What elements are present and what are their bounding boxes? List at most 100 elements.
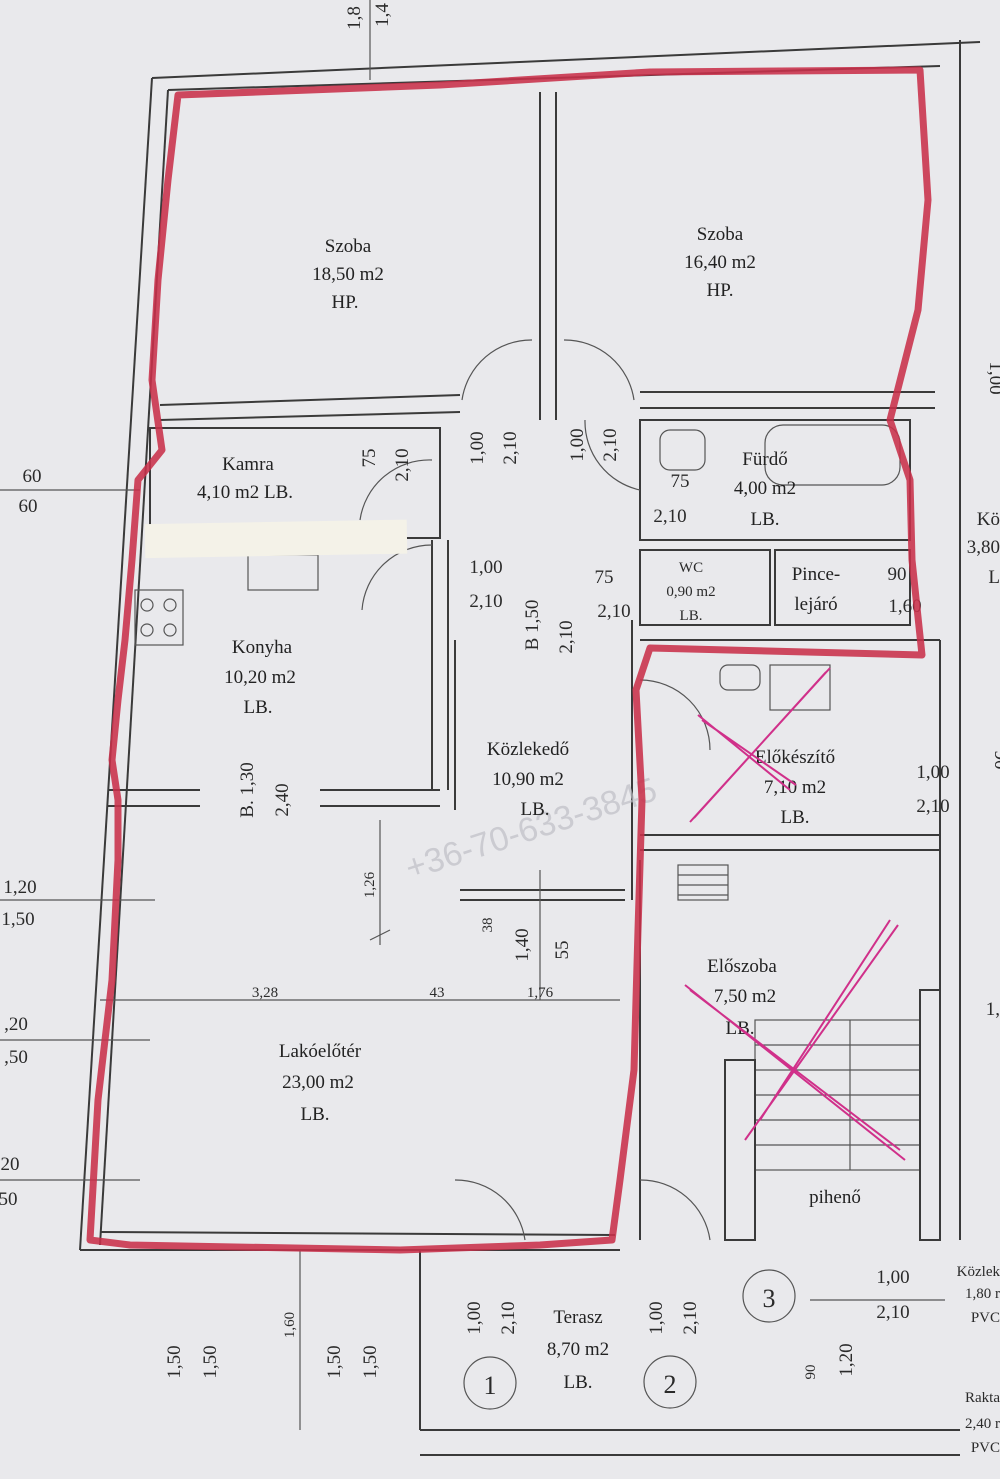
dim-b3-150a: 1,50	[324, 1345, 345, 1378]
marker-1: 1	[484, 1371, 497, 1400]
dim-kamra-75: 75	[359, 449, 380, 468]
dim-wc-210: 2,10	[597, 601, 630, 622]
dim-r-120: 1,20	[836, 1343, 857, 1376]
dim-126: 1,26	[362, 871, 378, 898]
dim-door1-210: 2,10	[500, 431, 521, 464]
dim-pince-90: 90	[888, 564, 907, 585]
right-rakt-floor: PVC	[971, 1440, 1000, 1456]
dim-wc-75: 75	[595, 567, 614, 588]
lakoeloter-floor: LB.	[300, 1104, 329, 1125]
room-eloszoba: Előszoba 7,50 m2 LB.	[707, 956, 777, 1039]
dimension-lines	[0, 0, 945, 1430]
kamra-name: Kamra	[222, 454, 274, 475]
dim-left-60b: 60	[19, 496, 38, 517]
dim-left-120: 1,20	[3, 877, 36, 898]
dim-w43: 43	[430, 985, 445, 1001]
room-kozlekedo: Közlekedő 10,90 m2 LB.	[487, 739, 569, 820]
dim-left-50b: 50	[0, 1189, 18, 1210]
cross-elokeszito-1	[697, 714, 797, 791]
dim-top-a: 1,8	[344, 6, 365, 30]
room-szoba-2: Szoba 16,40 m2 HP.	[684, 224, 756, 301]
wc-name: WC	[679, 560, 703, 576]
kozlekedo-floor: LB.	[520, 799, 549, 820]
pince-line2: lejáró	[794, 594, 837, 615]
right-dim-low: 1,	[986, 999, 1000, 1020]
dim-b150: B 1,50	[522, 600, 543, 651]
dim-w328: 3,28	[252, 985, 278, 1001]
right-rakt-area: 2,40 r	[965, 1416, 1000, 1432]
marker-3: 3	[763, 1284, 776, 1313]
szoba1-name: Szoba	[325, 236, 372, 257]
cross-marks	[684, 667, 906, 1161]
walls	[79, 40, 981, 1456]
kamra-area: 4,10 m2 LB.	[197, 482, 293, 503]
right-dim-top: 1,00	[985, 361, 1000, 394]
lakoeloter-name: Lakóelőtér	[279, 1041, 362, 1062]
szoba2-name: Szoba	[697, 224, 744, 245]
room-konyha: Konyha 10,20 m2 LB.	[224, 637, 296, 718]
dim-38: 38	[480, 918, 496, 933]
dim-furdo-210: 2,10	[653, 506, 686, 527]
dim-top-b: 1,4	[372, 3, 393, 27]
right-kozlek: Közlek	[957, 1264, 1000, 1280]
dim-kdoor-100: 1,00	[469, 557, 502, 578]
eloszoba-name: Előszoba	[707, 956, 777, 977]
marker-2-circle	[643, 1355, 697, 1409]
dim-140: 1,40	[512, 928, 533, 961]
furdo-floor: LB.	[750, 509, 779, 530]
dim-b2-160: 1,60	[282, 1312, 298, 1338]
elokeszito-area: 7,10 m2	[764, 777, 826, 798]
dim-t1-210: 2,10	[498, 1301, 519, 1334]
dim-t2-100: 1,00	[646, 1301, 667, 1334]
marker-1-circle	[463, 1356, 517, 1410]
dim-t2-210: 2,10	[680, 1301, 701, 1334]
elokeszito-name: Előkészítő	[755, 747, 835, 768]
room-lakoeloter: Lakóelőtér 23,00 m2 LB.	[279, 1041, 362, 1125]
dim-door2-210: 2,10	[600, 428, 621, 461]
dim-55: 55	[552, 941, 573, 960]
dim-furdo-75: 75	[671, 471, 690, 492]
piheno-label: pihenő	[809, 1187, 861, 1208]
dim-kamra-210: 2,10	[392, 448, 413, 481]
elokeszito-floor: LB.	[780, 807, 809, 828]
dim-left-150: 1,50	[1, 909, 34, 930]
cross-eloszoba-1	[684, 984, 906, 1161]
marker-3-circle	[742, 1269, 796, 1323]
dim-b150-210: 2,10	[556, 620, 577, 653]
door-markers: 1 2 3	[463, 1269, 796, 1410]
szoba2-floor: HP.	[707, 280, 734, 301]
dimensions: 1,8 1,4 60 60 1,20 1,50 ,20 ,50 20 50 75…	[0, 3, 950, 1380]
marker-2: 2	[664, 1370, 677, 1399]
dim-elok-100: 1,00	[916, 762, 949, 783]
dim-b130-240: 2,40	[272, 783, 293, 816]
pince-line1: Pince-	[792, 564, 841, 585]
right-room-area: 3,80	[967, 537, 1000, 558]
konyha-floor: LB.	[243, 697, 272, 718]
room-wc: WC 0,90 m2 LB.	[666, 560, 715, 624]
right-edge-labels: Kö 3,80 L Közlek 1,80 r PVC Rakta 2,40 r…	[957, 361, 1000, 1456]
dim-d3-210: 2,10	[876, 1302, 909, 1323]
room-szoba-1: Szoba 18,50 m2 HP.	[312, 236, 384, 313]
right-room-abbrev: Kö	[977, 509, 1000, 530]
wc-area: 0,90 m2	[666, 584, 715, 600]
furdo-area: 4,00 m2	[734, 478, 796, 499]
terasz-floor: LB.	[563, 1372, 592, 1393]
konyha-name: Konyha	[232, 637, 293, 658]
right-rakt: Rakta	[965, 1390, 1000, 1406]
tape-strip	[144, 519, 408, 559]
konyha-area: 10,20 m2	[224, 667, 296, 688]
kozlekedo-area: 10,90 m2	[492, 769, 564, 790]
dim-left-60a: 60	[23, 466, 42, 487]
wc-floor: LB.	[680, 608, 703, 624]
szoba1-area: 18,50 m2	[312, 264, 384, 285]
furdo-name: Fürdő	[742, 449, 787, 470]
cross-elokeszito-2	[689, 667, 831, 823]
eloszoba-area: 7,50 m2	[714, 986, 776, 1007]
terasz-name: Terasz	[553, 1307, 602, 1328]
dim-r-90: 90	[803, 1365, 819, 1380]
dim-elok-210: 2,10	[916, 796, 949, 817]
right-kozlek-floor: PVC	[971, 1310, 1000, 1326]
dim-b3-150b: 1,50	[360, 1345, 381, 1378]
dim-left-20b: 20	[1, 1154, 20, 1175]
right-kozlek-area: 1,80 r	[965, 1286, 1000, 1302]
